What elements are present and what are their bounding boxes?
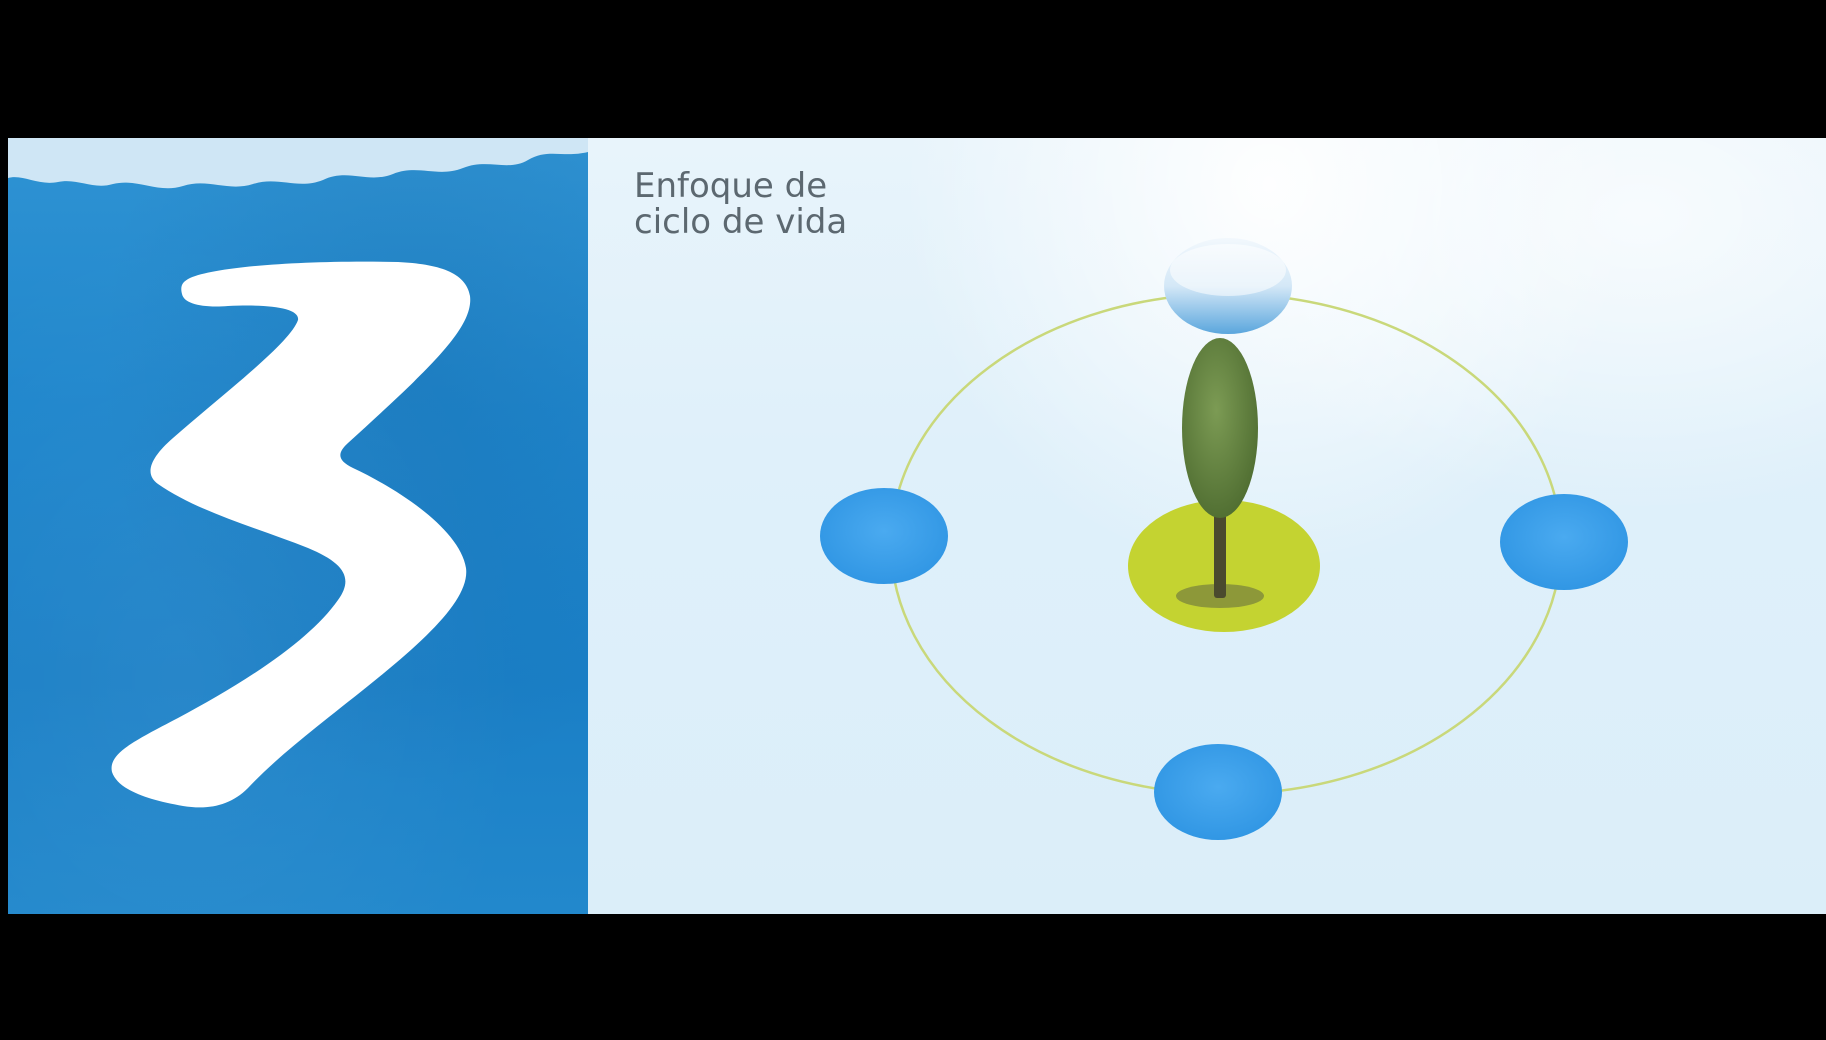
number-three-glyph: 3 [8, 138, 588, 914]
slide: 3 Enfoque de ciclo de vida [8, 138, 1826, 914]
letterbox-bottom [0, 914, 1826, 1040]
number-panel: 3 [8, 138, 588, 914]
number-three-stroke [112, 262, 471, 808]
letterbox-top [0, 0, 1826, 138]
letterbox-left [0, 138, 8, 914]
stage-node-right [1500, 494, 1628, 590]
cloud-icon [1164, 238, 1292, 334]
content-panel: Enfoque de ciclo de vida [588, 138, 1826, 914]
life-cycle-diagram [588, 138, 1826, 914]
stage-node-left [820, 488, 948, 584]
stage-node-bottom [1154, 744, 1282, 840]
torn-edge [8, 138, 588, 188]
